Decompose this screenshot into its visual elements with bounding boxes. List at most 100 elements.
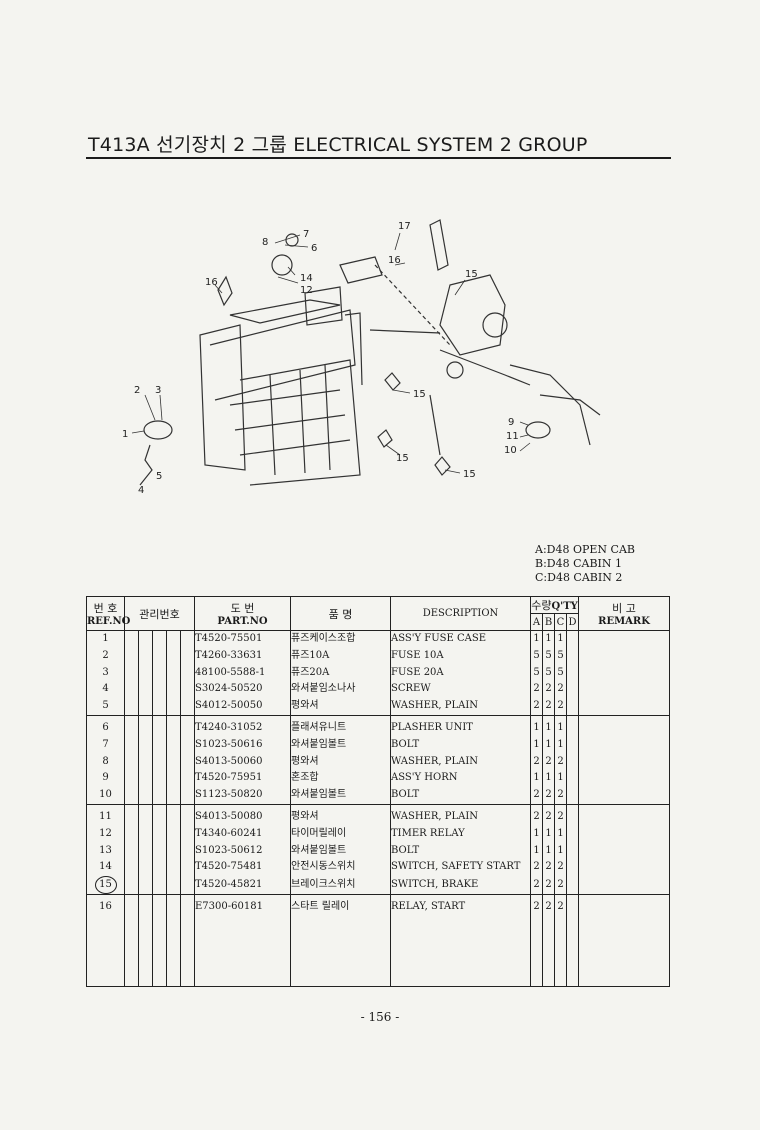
cell-mgmt (138, 736, 153, 754)
cell-qty-c: 2 (554, 804, 567, 826)
cell-ref: 15 (86, 876, 125, 896)
cell-remark (578, 664, 671, 682)
cell-qty-d (565, 681, 580, 699)
cell-qty-d (565, 894, 580, 916)
cell-mgmt (166, 630, 181, 648)
cell-mgmt (166, 842, 181, 860)
cell-mgmt (152, 842, 167, 860)
cell-mgmt (166, 647, 181, 665)
empty-cell (180, 915, 195, 987)
cell-mgmt (152, 804, 167, 826)
cell-description: BOLT (390, 736, 531, 754)
cell-remark (578, 698, 671, 716)
cell-mgmt (124, 715, 139, 737)
cell-name-ko: 안전시동스위치 (290, 859, 391, 877)
cell-qty-d (565, 804, 580, 826)
cell-qty-a: 1 (530, 715, 543, 737)
cell-mgmt (138, 630, 153, 648)
cell-remark (578, 770, 671, 788)
cell-qty-b: 1 (542, 715, 555, 737)
cell-mgmt (166, 698, 181, 716)
cell-mgmt (152, 647, 167, 665)
cell-description: TIMER RELAY (390, 825, 531, 843)
cell-part-no: 48100-5588-1 (194, 664, 291, 682)
cell-description: WASHER, PLAIN (390, 698, 531, 716)
cell-mgmt (180, 715, 195, 737)
legend-a: A:D48 OPEN CAB (535, 543, 635, 556)
callout-9: 9 (508, 417, 514, 428)
callout-15c: 15 (396, 453, 409, 464)
cell-mgmt (138, 770, 153, 788)
cell-qty-c: 1 (554, 825, 567, 843)
cell-part-no: S1023-50616 (194, 736, 291, 754)
model-legend: A:D48 OPEN CAB B:D48 CABIN 1 C:D48 CABIN… (535, 543, 635, 585)
empty-cell (166, 915, 181, 987)
header-name: 품 명 (290, 596, 391, 631)
empty-cell (554, 915, 567, 987)
cell-qty-a: 2 (530, 894, 543, 916)
cell-mgmt (124, 894, 139, 916)
cell-qty-d (565, 842, 580, 860)
cell-qty-c: 2 (554, 753, 567, 771)
empty-cell (542, 915, 555, 987)
cell-remark (578, 876, 671, 896)
cell-qty-a: 1 (530, 842, 543, 860)
cell-mgmt (124, 753, 139, 771)
cell-part-no: S4012-50050 (194, 698, 291, 716)
cell-mgmt (152, 859, 167, 877)
cell-mgmt (180, 876, 195, 896)
empty-cell (152, 915, 167, 987)
cell-ref: 9 (86, 770, 125, 788)
cell-name-ko: 와셔붙임소나사 (290, 681, 391, 699)
cell-ref: 5 (86, 698, 125, 716)
cell-qty-a: 5 (530, 647, 543, 665)
cell-qty-c: 2 (554, 698, 567, 716)
cell-qty-c: 5 (554, 664, 567, 682)
cell-mgmt (166, 825, 181, 843)
cell-qty-a: 5 (530, 664, 543, 682)
cell-name-ko: 혼조합 (290, 770, 391, 788)
cell-name-ko: 와셔붙임볼트 (290, 842, 391, 860)
cell-name-ko: 스타트 릴레이 (290, 894, 391, 916)
callout-8: 8 (262, 237, 268, 248)
cell-qty-d (565, 825, 580, 843)
cell-mgmt (152, 698, 167, 716)
callout-15d: 15 (463, 469, 476, 480)
cell-remark (578, 842, 671, 860)
cell-remark (578, 736, 671, 754)
cell-qty-b: 2 (542, 681, 555, 699)
callout-15b: 15 (413, 389, 426, 400)
legend-c: C:D48 CABIN 2 (535, 571, 623, 584)
header-qty-d: D (565, 613, 580, 631)
empty-cell (86, 915, 125, 987)
cell-qty-d (565, 787, 580, 805)
cell-remark (578, 681, 671, 699)
cell-name-ko: 브레이크스위치 (290, 876, 391, 896)
cell-mgmt (138, 825, 153, 843)
cell-mgmt (152, 787, 167, 805)
cell-mgmt (124, 647, 139, 665)
cell-name-ko: 평와셔 (290, 804, 391, 826)
cell-ref: 7 (86, 736, 125, 754)
cell-mgmt (138, 664, 153, 682)
cell-mgmt (138, 894, 153, 916)
cell-qty-b: 5 (542, 664, 555, 682)
cell-mgmt (138, 753, 153, 771)
cell-qty-d (565, 698, 580, 716)
header-qty-c: C (554, 613, 567, 631)
cell-qty-d (565, 630, 580, 648)
cell-part-no: T4240-31052 (194, 715, 291, 737)
cell-ref: 16 (86, 894, 125, 916)
cell-mgmt (152, 894, 167, 916)
cell-mgmt (180, 859, 195, 877)
cell-remark (578, 804, 671, 826)
cell-remark (578, 787, 671, 805)
cell-mgmt (152, 715, 167, 737)
cell-mgmt (138, 804, 153, 826)
